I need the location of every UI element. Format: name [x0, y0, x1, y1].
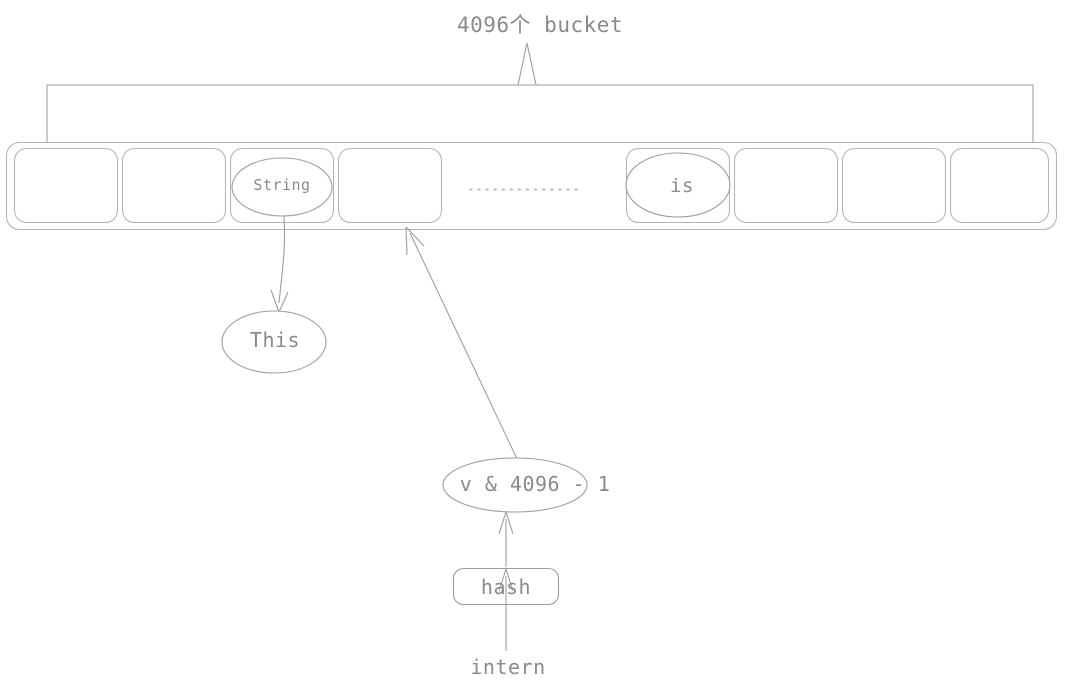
edge-string-to-this: [270, 215, 289, 313]
expr-node-ellipse[interactable]: [442, 457, 588, 513]
edge-expr-to-bucket: [405, 226, 520, 464]
diagram-title: 4096个 bucket: [0, 9, 1080, 39]
bucket-cell-1[interactable]: [121, 147, 227, 224]
this-node-ellipse[interactable]: [221, 310, 327, 374]
bucket-cell-0[interactable]: [13, 147, 119, 224]
title-cjk-char: 个: [509, 13, 532, 37]
this-node-label: This: [249, 328, 301, 352]
title-count: 4096: [456, 13, 510, 37]
bucket-cell-7[interactable]: [949, 147, 1050, 224]
is-entry-label: is: [670, 175, 694, 197]
expr-node-label: v & 4096 - 1: [459, 472, 611, 496]
hash-node-label: hash: [480, 575, 532, 599]
string-entry-label: String: [253, 176, 311, 194]
bucket-cell-3[interactable]: [337, 147, 443, 224]
bucket-cell-5[interactable]: [733, 147, 839, 224]
bucket-cell-6[interactable]: [841, 147, 947, 224]
edge-intern-to-hash: [498, 568, 514, 651]
bucket-brace: [46, 42, 1034, 143]
intern-node-label: intern: [470, 655, 546, 679]
title-word: bucket: [531, 13, 624, 37]
edge-hash-to-expr: [498, 511, 514, 567]
string-entry-ellipse[interactable]: [231, 157, 333, 217]
is-entry-ellipse[interactable]: [625, 152, 731, 218]
